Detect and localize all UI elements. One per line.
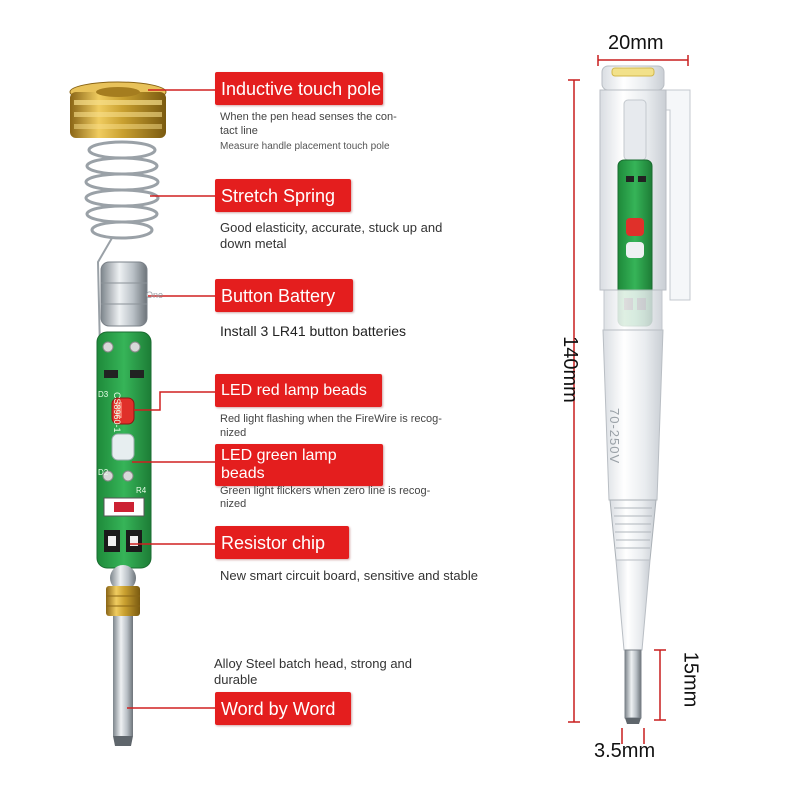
label-led-green: LED green lamp beads: [215, 444, 383, 486]
battery-mark: One: [146, 290, 164, 300]
label-stretch-spring: Stretch Spring: [215, 179, 351, 212]
pen-body-print: 70-250V: [607, 408, 622, 465]
dimension-lines: [568, 55, 689, 744]
label-inductive-touch-pole: Inductive touch pole: [215, 72, 383, 105]
label-button-battery: Button Battery: [215, 279, 353, 312]
spring: [84, 140, 160, 351]
screwdriver-shaft: [113, 616, 133, 746]
dim-length: 140mm: [558, 336, 581, 403]
desc-stretch-spring-1: Good elasticity, accurate, stuck up and: [220, 220, 443, 235]
pcb-d2-print: D2: [98, 468, 109, 477]
dim-tip-width: 3.5mm: [594, 740, 656, 762]
tip-collar: [106, 565, 140, 616]
pcb-model-print: CS8960-1: [112, 392, 122, 433]
note-inductive-touch-pole: Measure handle placement touch pole: [220, 141, 390, 152]
button-batteries: [100, 261, 148, 327]
tester-pen-drawing: [599, 65, 691, 724]
label-led-red: LED red lamp beads: [215, 374, 382, 407]
dim-tip-length: 15mm: [679, 651, 702, 708]
pcb-r4-print: R4: [136, 486, 147, 495]
desc-led-red-1: Red light flashing when the FireWire is …: [220, 413, 442, 425]
desc-resistor-chip: New smart circuit board, sensitive and s…: [220, 568, 478, 583]
desc-word-by-word-1: Alloy Steel batch head, strong and: [214, 656, 413, 671]
label-resistor-chip: Resistor chip: [215, 526, 349, 559]
touch-pole-cap: [69, 81, 167, 138]
desc-stretch-spring-2: down metal: [220, 236, 287, 251]
label-word-by-word: Word by Word: [215, 692, 351, 725]
desc-word-by-word-2: durable: [214, 672, 258, 687]
desc-inductive-touch-pole-1: When the pen head senses the con-: [220, 111, 397, 123]
desc-led-green-1: Green light flickers when zero line is r…: [220, 485, 431, 497]
circuit-board: [96, 331, 152, 569]
desc-button-battery: Install 3 LR41 button batteries: [220, 323, 407, 339]
desc-inductive-touch-pole-2: tact line: [220, 125, 258, 137]
pcb-d3-print: D3: [98, 390, 109, 399]
leader-lines: [127, 89, 215, 709]
dim-width-top: 20mm: [608, 32, 664, 54]
desc-led-green-2: nized: [220, 498, 247, 510]
desc-led-red-2: nized: [220, 427, 247, 439]
